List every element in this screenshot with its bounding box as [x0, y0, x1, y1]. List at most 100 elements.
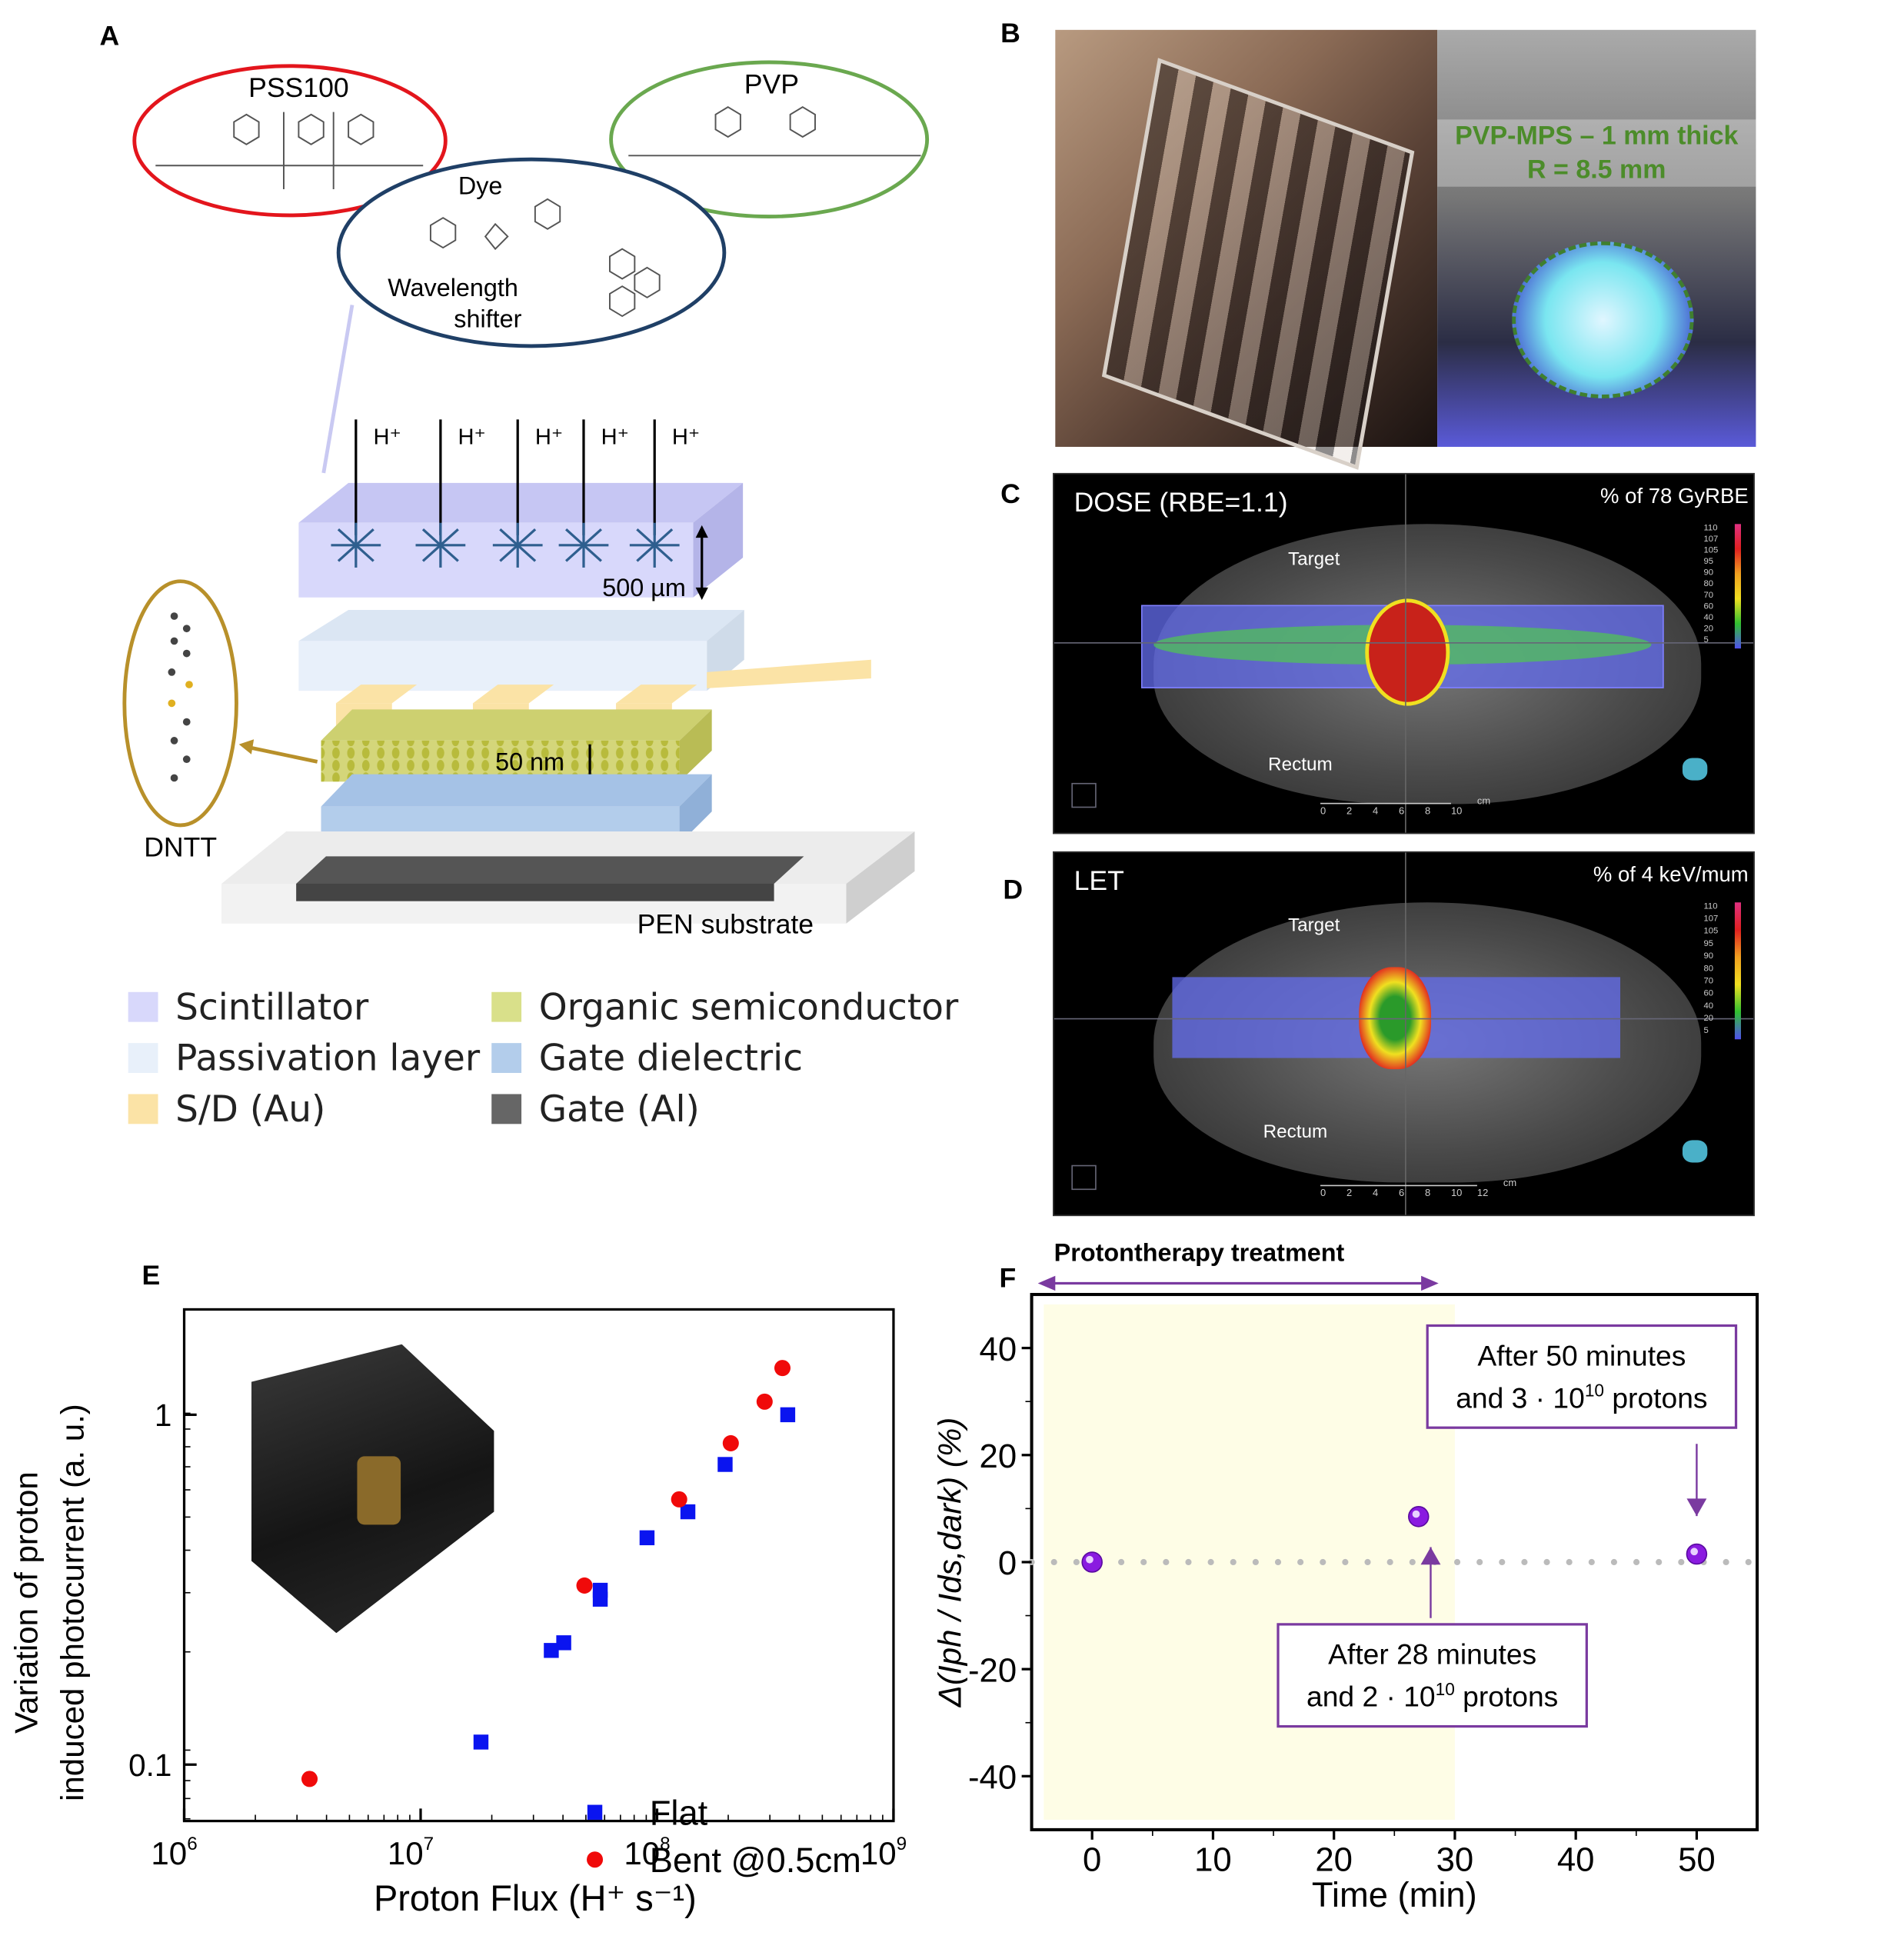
legend-swatch [491, 991, 522, 1022]
x-tick-base: 10 [151, 1835, 187, 1871]
orientation-figure-icon [1682, 758, 1708, 781]
target-label: Target [1287, 548, 1340, 571]
crosshair-v [1405, 852, 1406, 1215]
burst-ray [421, 544, 441, 562]
colorbar-tick: 5 [1703, 635, 1709, 645]
rectum-label: Rectum [1268, 754, 1333, 776]
scale-tick: 6 [1398, 805, 1405, 817]
scale-tick: 4 [1372, 1187, 1379, 1199]
data-point-highlight [1690, 1548, 1699, 1556]
y-tick-label: -40 [968, 1758, 1017, 1796]
arrow-head-right [1421, 1275, 1439, 1291]
colorbar-tick: 105 [1703, 927, 1719, 936]
pss100-ellipse [132, 64, 448, 218]
bent-device-photo [1055, 29, 1438, 470]
scale-tick: 6 [1398, 1187, 1405, 1199]
dye-ellipse [336, 157, 727, 348]
proton-label: H⁺ [535, 425, 563, 450]
target-dose [1365, 598, 1450, 706]
target-label: Target [1287, 915, 1340, 936]
legend-label: Gate (Al) [538, 1088, 700, 1131]
pointer-line [321, 305, 355, 474]
burst-ray [565, 544, 585, 562]
x-tick-label: 10 [1194, 1841, 1232, 1878]
x-tick-label: 50 [1678, 1841, 1716, 1878]
x-tick-base: 10 [860, 1835, 897, 1871]
scale-tick: 8 [1424, 805, 1431, 817]
burst-ray [499, 528, 519, 547]
x-tick-exp: 9 [897, 1834, 907, 1854]
x-tick-label: 30 [1436, 1841, 1474, 1878]
colorbar-tick: 110 [1703, 902, 1718, 911]
proton-beams: H⁺H⁺H⁺H⁺H⁺ [331, 419, 700, 568]
panel-label-c: C [1000, 478, 1020, 509]
burst-ray [337, 544, 357, 562]
pvp-ellipse [609, 60, 930, 219]
colorbar-tick: 20 [1703, 1014, 1714, 1024]
rectum-label: Rectum [1263, 1121, 1328, 1143]
flat-data-point [639, 1530, 655, 1546]
panel-label-b: B [1000, 17, 1020, 49]
scale-tick: 10 [1450, 1187, 1463, 1199]
annotation-arrow-head [1686, 1498, 1707, 1517]
burst-ray [355, 544, 374, 562]
burst-ray [499, 544, 519, 562]
legend-item: Passivation layer [128, 1037, 480, 1079]
crosshair-v [1405, 474, 1406, 833]
flat-data-point [473, 1734, 489, 1750]
legend-label: Scintillator [175, 985, 369, 1028]
x-axis-label: Proton Flux (H⁺ s⁻¹) [374, 1878, 697, 1918]
burst-ray [439, 528, 459, 547]
annotation-line2: and 2 · 1010 protons [1307, 1679, 1558, 1713]
dntt-ellipse [122, 579, 238, 828]
orientation-cube-icon [1071, 782, 1097, 808]
legend-label: S/D (Au) [175, 1088, 326, 1131]
burst-ray [636, 528, 656, 547]
burst-ray [565, 528, 585, 547]
legend-item: Organic semiconductor [491, 986, 958, 1028]
colorbar-tick: 80 [1703, 965, 1714, 974]
photo-caption-line1: PVP-MPS – 1 mm thick [1455, 122, 1739, 151]
orientation-cube-icon [1071, 1164, 1097, 1191]
scale-tick: 12 [1476, 1187, 1489, 1199]
pss-structure-icon [155, 112, 424, 189]
annotation-line1: After 50 minutes [1477, 1339, 1686, 1371]
legend-item: Gate (Al) [491, 1088, 700, 1130]
annotation-text: and 3 · 10 [1456, 1381, 1585, 1414]
colorbar-tick: 70 [1703, 591, 1714, 601]
y-tick-label: 20 [980, 1438, 1017, 1475]
shifter-label: shifter [454, 305, 521, 333]
flat-data-point [544, 1643, 559, 1658]
legend-swatch [128, 1043, 158, 1073]
x-tick-label: 20 [1315, 1841, 1353, 1878]
burst-ray [636, 544, 656, 562]
crosshair-h [1054, 1018, 1754, 1020]
legend-label: Flat [650, 1793, 708, 1832]
bent-data-point [671, 1491, 687, 1508]
wavelength-label: Wavelength [388, 274, 518, 302]
scale-bar [1320, 798, 1451, 805]
passivation-layer [298, 641, 707, 691]
flat-data-point [556, 1635, 571, 1651]
x-axis-label: Time (min) [1312, 1875, 1477, 1914]
scale-tick: 0 [1320, 805, 1326, 817]
y-tick-label: 40 [980, 1331, 1017, 1368]
treatment-shading [1044, 1304, 1455, 1820]
x-tick-exp: 6 [187, 1834, 198, 1854]
y-tick-label: 0 [998, 1544, 1017, 1582]
orientation-figure-icon [1682, 1140, 1708, 1163]
scale-bar [1320, 1180, 1477, 1187]
x-tick-label: 106 [151, 1834, 197, 1871]
proton-label: H⁺ [601, 425, 629, 450]
dye-label: Dye [458, 172, 503, 199]
proton-label: H⁺ [373, 425, 401, 450]
scale-tick: 4 [1372, 805, 1379, 817]
colorbar-tick: 90 [1703, 568, 1714, 578]
legend-label: Passivation layer [175, 1037, 481, 1080]
burst-ray [355, 528, 374, 547]
scale-unit: cm [1476, 795, 1491, 807]
crosshair-h [1054, 642, 1754, 644]
dntt-molecule-icon [168, 612, 193, 782]
flat-data-point [592, 1591, 608, 1607]
